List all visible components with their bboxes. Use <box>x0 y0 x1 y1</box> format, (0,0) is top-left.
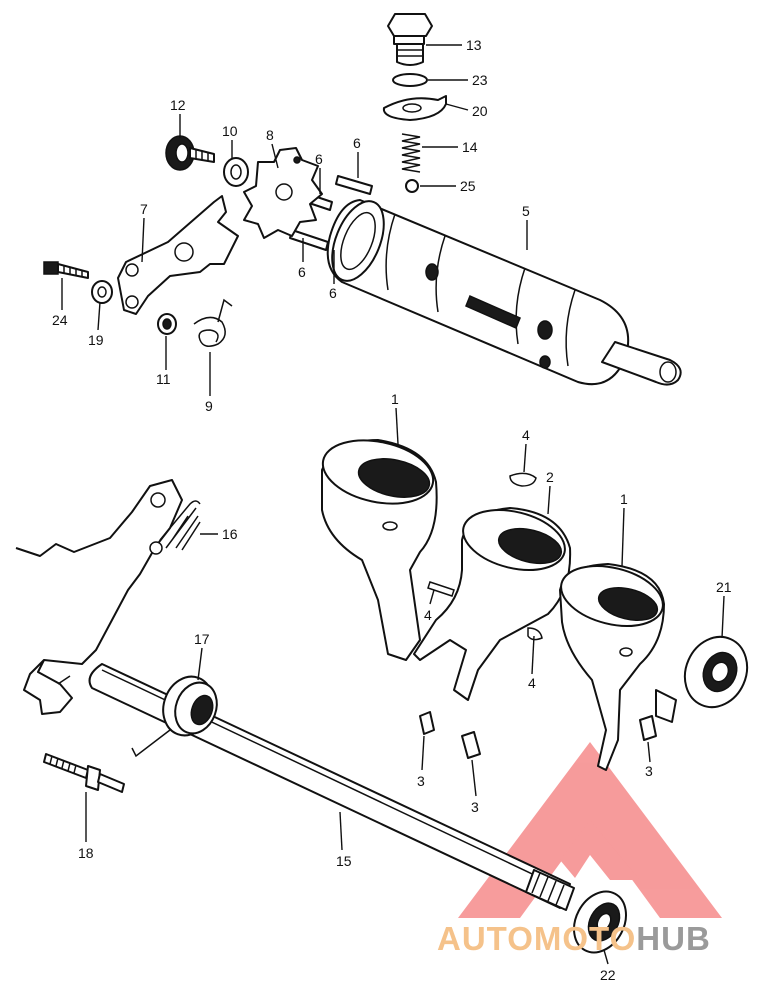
washer-20 <box>382 95 447 121</box>
callout-14: 14 <box>462 139 478 155</box>
callout-23: 23 <box>472 72 488 88</box>
cotter-pin-4-left <box>427 581 455 597</box>
cotter-pin-4-right <box>527 627 543 641</box>
callout-8: 8 <box>266 127 274 143</box>
callout-7: 7 <box>140 201 148 217</box>
leader-lines <box>61 44 725 965</box>
callout-25: 25 <box>460 178 476 194</box>
cotter-pin-4-upper <box>509 472 537 487</box>
callout-3-left: 3 <box>417 773 425 789</box>
callout-4-left: 4 <box>424 607 432 623</box>
shift-fork-2-center <box>413 507 572 701</box>
stud-bolt-18 <box>43 753 125 793</box>
callout-21: 21 <box>716 579 732 595</box>
watermark-text-hub: HUB <box>636 920 711 957</box>
shift-drum-5 <box>326 199 682 386</box>
guide-pin-3-right <box>639 715 657 741</box>
callout-17: 17 <box>194 631 210 647</box>
callout-4-right: 4 <box>528 675 536 691</box>
callout-9: 9 <box>205 398 213 414</box>
callout-15: 15 <box>336 853 352 869</box>
pin-6-lower-left <box>289 229 329 251</box>
callout-13: 13 <box>466 37 482 53</box>
bolt-12 <box>165 135 215 171</box>
gearshift-arm <box>15 479 183 715</box>
callout-3-right: 3 <box>645 763 653 779</box>
detent-spring-14 <box>401 133 421 173</box>
oil-seal-22 <box>573 890 627 954</box>
return-spring-9 <box>193 298 233 347</box>
callout-18: 18 <box>78 845 94 861</box>
o-ring-23 <box>392 73 428 87</box>
callout-16: 16 <box>222 526 238 542</box>
detent-bolt-13 <box>387 13 433 66</box>
callout-5: 5 <box>522 203 530 219</box>
callout-6-upper-right: 6 <box>353 135 361 151</box>
callout-2: 2 <box>546 469 554 485</box>
pin-6-upper-right <box>335 175 373 195</box>
callout-22: 22 <box>600 967 616 983</box>
callout-20: 20 <box>472 103 488 119</box>
oil-seal-21 <box>683 635 749 709</box>
callout-labels: 13 23 20 14 25 5 12 10 8 6 6 6 6 7 24 19… <box>52 37 732 983</box>
callout-6-lower-left: 6 <box>298 264 306 280</box>
drum-star-plate-8 <box>243 147 323 239</box>
collar-11 <box>157 313 177 335</box>
washer-19 <box>91 280 113 304</box>
gearshift-spindle-15 <box>88 663 575 911</box>
spring-16 <box>159 500 201 551</box>
callout-4-upper: 4 <box>522 427 530 443</box>
watermark-logo <box>458 742 722 918</box>
shift-fork-1-left <box>321 439 438 661</box>
washer-10 <box>223 157 249 187</box>
callout-3-center: 3 <box>471 799 479 815</box>
callout-10: 10 <box>222 123 238 139</box>
watermark-inner-chevron-icon <box>560 820 640 880</box>
guide-pin-3-left <box>419 711 435 735</box>
callout-11: 11 <box>156 371 171 387</box>
callout-6-upper-left: 6 <box>315 151 323 167</box>
stopper-arm-7 <box>117 195 239 315</box>
callout-6-lower-right: 6 <box>329 285 337 301</box>
shift-fork-1-right <box>559 563 677 771</box>
return-spring-17 <box>131 675 218 758</box>
callout-1-right: 1 <box>620 491 628 507</box>
svg-text:AUTOMOTOHUB: AUTOMOTOHUB <box>437 920 711 957</box>
callout-24: 24 <box>52 312 68 328</box>
callout-12: 12 <box>170 97 186 113</box>
watermark-text-automoto: AUTOMOTO <box>437 920 636 957</box>
bolt-24 <box>43 261 89 279</box>
callout-1-left: 1 <box>391 391 399 407</box>
watermark: AUTOMOTOHUB <box>437 920 711 957</box>
steel-ball-25 <box>405 179 419 193</box>
callout-19: 19 <box>88 332 104 348</box>
guide-pin-3-center <box>461 731 481 759</box>
